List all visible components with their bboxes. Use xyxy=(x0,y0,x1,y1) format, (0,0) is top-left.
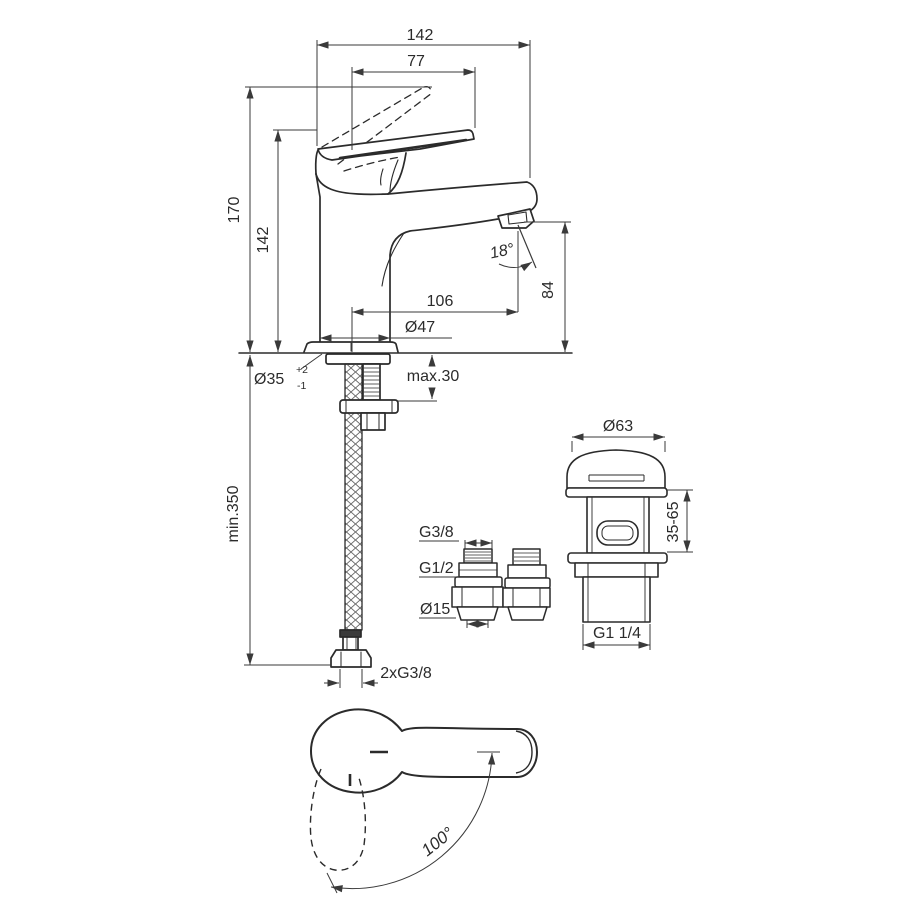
dim-label-adapter-thread-mid: G1/2 xyxy=(419,560,454,577)
dim-label-waste-thread: G1 1/4 xyxy=(593,625,641,642)
dim-label-waste-depth-range: 35-65 xyxy=(665,501,682,542)
aerator xyxy=(497,208,535,229)
waste-cap xyxy=(566,449,666,489)
threaded-stud xyxy=(362,363,381,401)
waste-washer xyxy=(567,552,668,564)
neck-inner-curve-2 xyxy=(380,168,384,186)
seal-flange xyxy=(325,353,391,365)
spout-outline xyxy=(387,181,538,343)
dim-label-spout-angle: 18° xyxy=(488,241,516,263)
mounting-nut xyxy=(360,412,386,431)
handle-base-bottom xyxy=(315,173,389,196)
dim-label-hole-tol-plus: +2 xyxy=(296,364,308,376)
body-left-edge xyxy=(315,173,321,343)
dim-label-deck-thickness: max.30 xyxy=(407,368,460,385)
adapter-dimensions xyxy=(419,539,493,628)
dim-label-hose-length: min.350 xyxy=(225,485,242,542)
dim-label-body-height: 142 xyxy=(255,227,272,254)
dim-label-hole-diameter: Ø35 xyxy=(254,371,284,388)
hose-end-nut xyxy=(330,649,372,668)
popup-waste xyxy=(565,449,668,623)
dim-label-adapter-thread-top: G3/8 xyxy=(419,524,454,541)
lever-edge-shade xyxy=(338,138,468,160)
neck-inner-curve xyxy=(389,159,399,193)
waste-locknut xyxy=(574,562,659,578)
waste-flange xyxy=(565,487,668,498)
dim-label-outlet-height: 84 xyxy=(540,281,557,299)
dim-label-swivel-angle: 100° xyxy=(418,823,458,860)
swivel-dimension xyxy=(326,751,500,894)
waste-tailpipe xyxy=(582,576,651,623)
adapter-right xyxy=(502,548,551,621)
dim-label-lever-length: 77 xyxy=(407,53,425,70)
top-view-endcap-inner xyxy=(515,730,533,774)
dim-label-body-diameter: Ø47 xyxy=(405,319,435,336)
lever-handle xyxy=(317,129,475,161)
stream-line xyxy=(517,224,537,269)
hose-end-connector xyxy=(330,629,372,668)
dim-label-adapter-diameter: Ø15 xyxy=(420,601,450,618)
body-front-highlight xyxy=(381,232,405,287)
handle-base-back xyxy=(314,148,320,175)
dim-label-overall-width: 142 xyxy=(407,27,434,44)
dim-label-total-height: 170 xyxy=(226,197,243,224)
hole-dia-leader xyxy=(300,353,323,370)
dim-label-waste-cap-diameter: Ø63 xyxy=(603,418,633,435)
dim-label-hose-thread: 2xG3/8 xyxy=(380,665,432,682)
adapter-fittings xyxy=(451,548,551,621)
waste-dimensions xyxy=(571,433,693,650)
dim-label-hole-tol-minus: -1 xyxy=(297,380,306,392)
mounting-washer xyxy=(339,399,399,414)
faucet-side-view xyxy=(238,85,573,668)
top-view-outline xyxy=(310,708,538,794)
dim-label-spout-reach: 106 xyxy=(427,293,454,310)
adapter-left xyxy=(451,548,504,621)
dimension-linework xyxy=(244,40,571,688)
